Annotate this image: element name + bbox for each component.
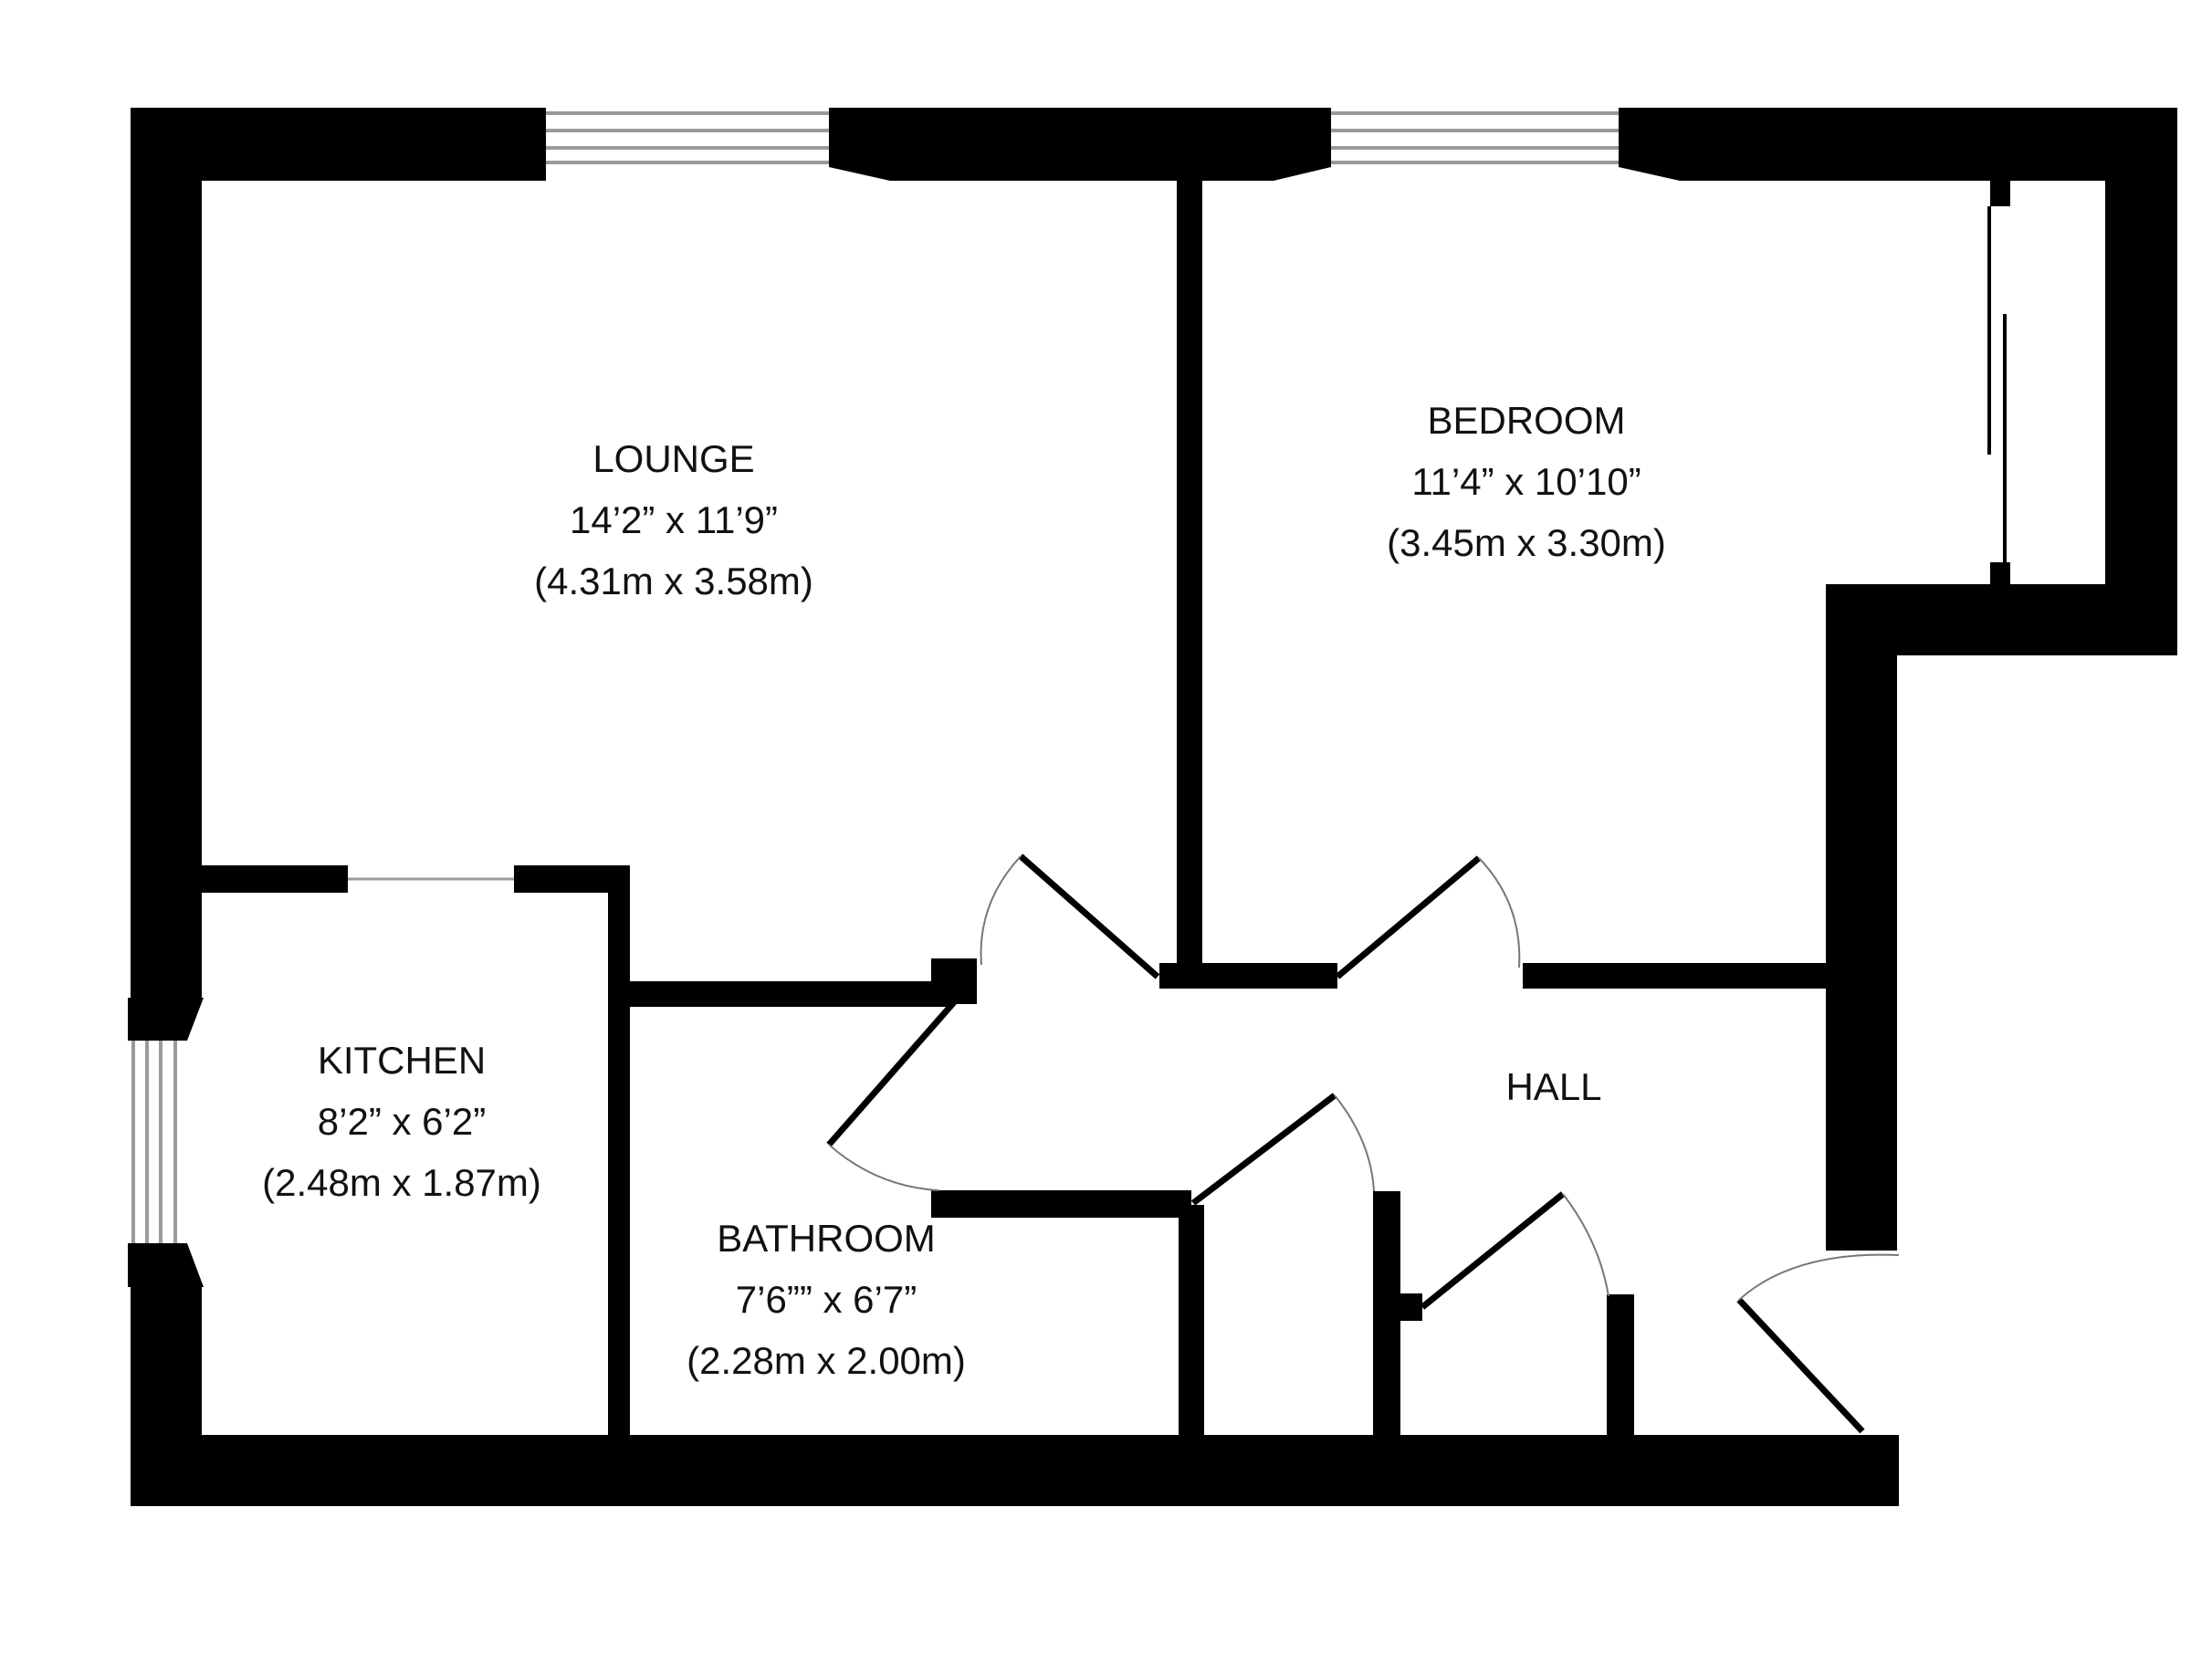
bedroom-metric: (3.45m x 3.30m)	[1387, 521, 1666, 564]
east-wall-upper	[2105, 108, 2177, 655]
bedroom-window-jamb-left	[1274, 108, 1331, 181]
kitchen-top-wall-left	[202, 865, 348, 893]
hall-cupboard-door-left	[1190, 1093, 1375, 1206]
wardrobe-sliding-doors	[1987, 206, 2007, 562]
bedroom-window	[1331, 111, 1619, 164]
east-wall-lower	[1826, 584, 1897, 1251]
wardrobe-jamb-bottom	[1990, 562, 2010, 584]
bathroom-imperial: 7’6”” x 6’7”	[736, 1278, 917, 1321]
bottom-wall	[131, 1435, 1899, 1506]
lounge-window-jamb-left	[484, 108, 546, 181]
kitchen-window	[131, 1041, 177, 1243]
lounge-name: LOUNGE	[592, 437, 754, 480]
walls	[128, 108, 2177, 1506]
hall-top-wall-right	[1523, 963, 1826, 989]
bathroom-lower-wall	[931, 1190, 1191, 1218]
room-bathroom: BATHROOM 7’6”” x 6’7” (2.28m x 2.00m)	[687, 1217, 966, 1382]
wardrobe-jamb-top	[1990, 181, 2010, 206]
cupboard-wall-left	[1373, 1191, 1400, 1435]
lounge-imperial: 14’2” x 11’9”	[570, 498, 778, 541]
lounge-door-stub	[1159, 963, 1337, 989]
room-hall: HALL	[1505, 1065, 1601, 1108]
room-lounge: LOUNGE 14’2” x 11’9” (4.31m x 3.58m)	[534, 437, 813, 602]
top-wall-right	[1680, 108, 2177, 181]
windows	[131, 111, 1619, 1243]
cupboard-jamb	[1397, 1293, 1422, 1321]
bathroom-east-wall	[1179, 1205, 1204, 1435]
lounge-bedroom-partition	[1177, 181, 1202, 988]
room-kitchen: KITCHEN 8’2” x 6’2” (2.48m x 1.87m)	[262, 1039, 541, 1204]
bedroom-window-jamb-right	[1619, 108, 1680, 181]
west-wall-upper	[131, 108, 202, 998]
lounge-door	[980, 853, 1160, 979]
bedroom-name: BEDROOM	[1427, 399, 1625, 442]
doors	[826, 853, 1900, 1434]
kitchen-top-jamb	[514, 865, 527, 893]
hall-name: HALL	[1505, 1065, 1601, 1108]
lounge-window-jamb-right	[829, 108, 890, 181]
kitchen-name: KITCHEN	[318, 1039, 486, 1082]
bathroom-metric: (2.28m x 2.00m)	[687, 1339, 966, 1382]
room-bedroom: BEDROOM 11’4” x 10’10” (3.45m x 3.30m)	[1387, 399, 1666, 564]
kitchen-east-wall	[608, 865, 630, 1435]
kitchen-window-jamb-bottom	[128, 1243, 204, 1287]
bedroom-imperial: 11’4” x 10’10”	[1411, 460, 1641, 503]
cupboard-wall-right	[1607, 1294, 1634, 1435]
hall-cupboard-door-right	[1420, 1191, 1609, 1310]
lounge-window	[546, 111, 829, 164]
bathroom-door-jamb	[931, 958, 977, 1004]
bathroom-name: BATHROOM	[717, 1217, 936, 1260]
kitchen-window-jamb-top	[128, 998, 204, 1041]
bathroom-top-wall	[630, 981, 954, 1007]
top-wall-middle	[890, 108, 1274, 181]
front-door	[1736, 1253, 1900, 1434]
kitchen-metric: (2.48m x 1.87m)	[262, 1161, 541, 1204]
kitchen-imperial: 8’2” x 6’2”	[318, 1100, 486, 1143]
bathroom-door	[826, 1000, 957, 1191]
bedroom-door	[1335, 855, 1521, 979]
lounge-metric: (4.31m x 3.58m)	[534, 560, 813, 602]
